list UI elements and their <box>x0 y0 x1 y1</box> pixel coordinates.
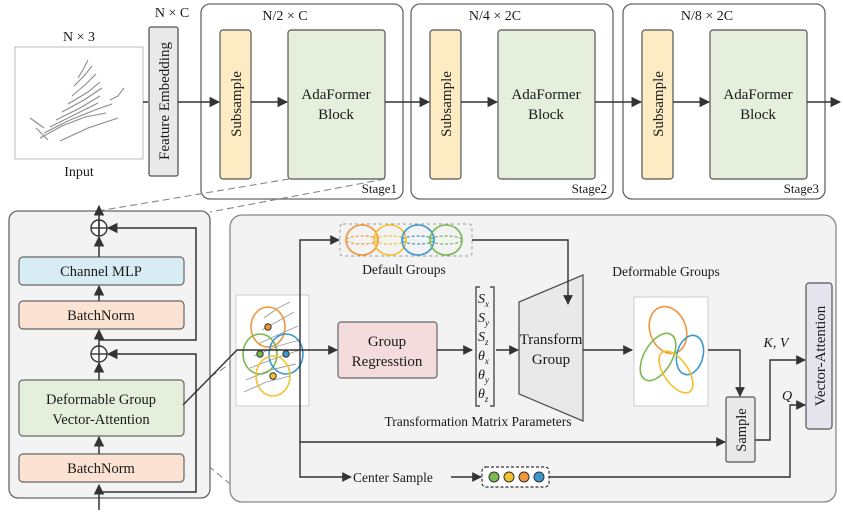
param-theta-x: θ <box>478 349 485 364</box>
arrow-default-to-transform <box>472 239 573 305</box>
param-theta-z: θ <box>478 387 485 402</box>
zoom-line-left <box>91 178 290 213</box>
stage-2-subsample-label: Subsample <box>439 71 455 137</box>
param-s-x: S <box>478 292 485 307</box>
stage-1-block-label-2: Block <box>318 107 354 123</box>
sample-label: Sample <box>734 408 750 452</box>
residual-connection-1 <box>99 348 197 493</box>
stage-1-dim: N/2 × C <box>262 9 307 24</box>
block-flow-arrows <box>93 204 197 493</box>
stage-3-block-label-1: AdaFormer <box>723 87 792 103</box>
zoom-line-right <box>209 178 386 213</box>
q-label: Q <box>782 389 792 404</box>
svg-text:Sz: Sz <box>478 330 489 347</box>
dgva-detail-panel: Default Groups Group Regresstion Sx Tran… <box>182 214 837 503</box>
stage-1-adaformer-block <box>287 29 386 180</box>
deformable-groups-label: Deformable Groups <box>612 264 720 279</box>
detail-flow-arrows <box>182 235 806 482</box>
svg-text:θz: θz <box>478 387 489 404</box>
arrow-centers-to-attention-q <box>549 400 806 478</box>
param-theta-y: θ <box>478 368 485 383</box>
group-blue <box>268 333 304 375</box>
arrow-input-to-regression <box>182 345 338 406</box>
params-caption: Transformation Matrix Parameters <box>385 414 572 429</box>
batchnorm-top-label: BatchNorm <box>67 308 135 324</box>
stage-1: N/2 × C Subsample AdaFormer Block Stage1 <box>200 3 404 200</box>
param-theta-z-sub: z <box>484 394 489 404</box>
param-s-y-sub: y <box>484 318 489 328</box>
feature-embedding-node: N × C Feature Embedding <box>148 6 189 177</box>
deformable-groups-image <box>639 305 705 394</box>
batchnorm-bottom-label: BatchNorm <box>67 461 135 477</box>
group-green <box>242 333 278 375</box>
input-point-cloud-image <box>29 59 125 142</box>
adaformer-block-detail: BatchNorm Deformable Group Vector-Attent… <box>8 204 211 510</box>
arrow-sample-to-attention-kv <box>755 355 806 441</box>
residual-connection-2 <box>99 222 197 341</box>
group-regression-label-2: Regresstion <box>352 354 423 370</box>
param-list: Sy Sz θx θy θz <box>478 311 489 404</box>
stage-2: N/4 × 2C Subsample AdaFormer Block Stage… <box>410 3 614 200</box>
arrow-to-center-sample <box>299 442 352 482</box>
embedding-dim-label: N × C <box>155 6 189 21</box>
stage-3: N/8 × 2C Subsample AdaFormer Block Stage… <box>622 3 826 200</box>
stage-1-block-label-1: AdaFormer <box>301 87 370 103</box>
vector-attention-box <box>805 282 833 430</box>
stage-3-subsample-label: Subsample <box>651 71 667 137</box>
stage-1-subsample-label: Subsample <box>229 71 245 137</box>
grouped-point-cloud-image <box>242 301 304 397</box>
param-theta-y-sub: y <box>484 375 489 385</box>
sample-box <box>725 396 756 463</box>
stage-3-block-label-2: Block <box>740 107 776 123</box>
svg-text:θy: θy <box>478 368 489 385</box>
feature-embedding-label: Feature Embedding <box>157 42 173 160</box>
default-groups-label: Default Groups <box>362 262 446 277</box>
center-point-yellow <box>503 471 515 483</box>
transform-group-label-1: Transform <box>520 332 583 348</box>
add-node-bottom <box>90 345 108 363</box>
kv-label: K, V <box>763 336 790 351</box>
center-sample-label: Center Sample <box>353 470 433 485</box>
param-s-y: S <box>478 311 485 326</box>
group-orange <box>250 306 286 348</box>
input-dim-label: N × 3 <box>63 30 95 45</box>
stage-3-adaformer-block <box>709 29 808 180</box>
stage-1-name: Stage1 <box>362 181 397 196</box>
param-s-z-sub: z <box>484 337 489 347</box>
svg-text:θx: θx <box>478 349 489 366</box>
stage-3-dim: N/8 × 2C <box>681 9 733 24</box>
stage-3-name: Stage3 <box>784 181 819 196</box>
center-point-green <box>488 471 500 483</box>
transform-group-node <box>518 274 584 422</box>
stage-2-block-label-1: AdaFormer <box>511 87 580 103</box>
transformation-params: Sx <box>475 286 495 407</box>
arrow-deformable-to-sample <box>708 349 745 397</box>
input-node: N × 3 Input <box>14 30 144 180</box>
svg-text:Sy: Sy <box>478 311 489 328</box>
group-yellow <box>255 355 291 397</box>
stage-2-adaformer-block <box>497 29 596 180</box>
dgva-label-2: Vector-Attention <box>52 412 150 428</box>
vector-attention-label: Vector-Attention <box>813 305 829 406</box>
stage-2-block-label-2: Block <box>528 107 564 123</box>
default-groups: Default Groups <box>339 223 473 277</box>
svg-text:Sx: Sx <box>478 292 489 309</box>
stage-2-name: Stage2 <box>572 181 607 196</box>
dgva-label-1: Deformable Group <box>46 392 156 408</box>
param-s-z: S <box>478 330 485 345</box>
default-groups-frame <box>339 223 473 257</box>
center-point-orange <box>518 471 530 483</box>
center-point-blue <box>533 471 545 483</box>
transform-group-label-2: Group <box>532 352 570 368</box>
zoom-line-detail-top <box>182 361 234 396</box>
param-s-x-sub: x <box>484 299 489 309</box>
arrow-to-default-groups <box>299 235 340 350</box>
input-label: Input <box>64 165 94 180</box>
batchnorm-bottom-box <box>18 453 185 483</box>
channel-mlp-label: Channel MLP <box>60 264 142 280</box>
stage-2-dim: N/4 × 2C <box>469 9 521 24</box>
group-regression-label-1: Group <box>368 334 406 350</box>
param-theta-x-sub: x <box>484 356 489 366</box>
